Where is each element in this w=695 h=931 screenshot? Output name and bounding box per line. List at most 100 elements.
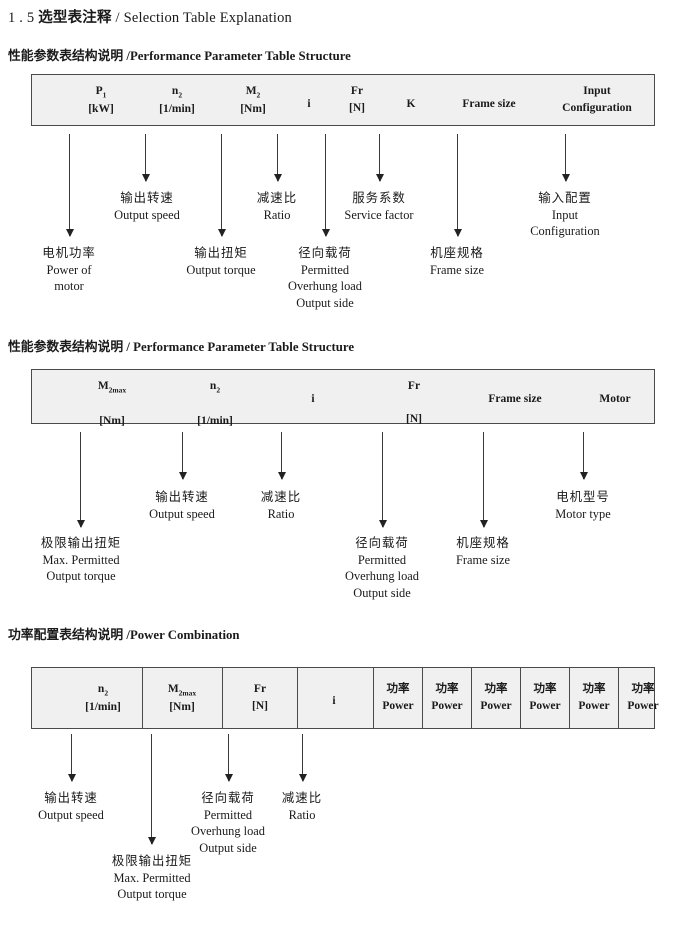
annotation-cn: 机座规格: [456, 536, 510, 550]
section-heading-separator: /: [126, 340, 130, 354]
annotation-permitted-overhung-load-2: 径向载荷 Permitted Overhung load Output side: [345, 535, 419, 601]
arrow-to-output-speed-3: [71, 734, 72, 781]
annotation-cn: 减速比: [256, 191, 298, 205]
arrow-to-max-permitted-output-torque-3: [151, 734, 152, 844]
annotation-en-2: motor: [54, 279, 84, 294]
table2-col-m2max: M2max [Nm]: [98, 378, 126, 430]
table1-col-k: K: [407, 96, 416, 113]
annotation-cn: 输出转速: [155, 490, 209, 504]
annotation-cn: 输出转速: [120, 191, 174, 205]
table1-col-m2-symbol: M: [245, 85, 257, 97]
table3-col-m2max-unit: [Nm]: [169, 701, 195, 714]
table1-col-i: i: [307, 96, 310, 113]
table3-col-power-3: 功率 Power: [480, 681, 511, 714]
table1-col-p1: P1 [kW]: [88, 83, 114, 118]
table2-col-m2max-subscript: 2max: [108, 385, 127, 395]
annotation-frame-size-2: 机座规格 Frame size: [456, 535, 510, 568]
table3-col-power-4-cn: 功率: [533, 683, 557, 695]
section-heading-separator: /: [126, 49, 130, 63]
table3-col-fr-symbol: Fr: [253, 683, 267, 695]
table1-col-frame-size: Frame size: [462, 96, 515, 113]
table1-col-m2: M2 [Nm]: [240, 83, 266, 118]
annotation-max-permitted-output-torque-3: 极限输出扭矩 Max. Permitted Output torque: [112, 853, 192, 903]
table3-col-power-5: 功率 Power: [578, 681, 609, 714]
annotation-cn: 电机型号: [556, 490, 610, 504]
annotation-ratio-2: 减速比 Ratio: [261, 489, 301, 522]
table3-col-fr: Fr [N]: [252, 681, 268, 714]
arrow-to-service-factor: [379, 134, 380, 181]
annotation-cn: 机座规格: [430, 246, 484, 260]
annotation-frame-size: 机座规格 Frame size: [430, 245, 484, 278]
annotation-en-1: Max. Permitted: [113, 870, 191, 885]
table3-col-power-5-en: Power: [578, 699, 610, 712]
annotation-input-configuration: 输入配置 Input Configuration: [530, 190, 600, 240]
arrow-to-motor-type: [583, 432, 584, 479]
table3-col-power-2-en: Power: [431, 699, 463, 712]
table2-col-fr: Fr [N]: [406, 378, 422, 428]
table3-col-power-3-en: Power: [480, 699, 512, 712]
annotation-cn: 服务系数: [352, 191, 406, 205]
page-title: 1 . 5 选型表注释 / Selection Table Explanatio…: [8, 6, 292, 27]
annotation-output-torque: 输出扭矩 Output torque: [186, 245, 255, 278]
annotation-en-1: Frame size: [455, 552, 511, 567]
annotation-cn: 电机功率: [42, 246, 96, 260]
section-heading-performance-1: 性能参数表结构说明 /Performance Parameter Table S…: [8, 45, 351, 64]
table3-col-power-4-en: Power: [529, 699, 561, 712]
arrow-to-power-of-motor: [69, 134, 70, 236]
arrow-to-output-speed-2: [182, 432, 183, 479]
table3-col-power-6-cn: 功率: [631, 683, 655, 695]
annotation-cn: 径向载荷: [298, 246, 352, 260]
title-separator: /: [115, 10, 120, 26]
annotation-en-2: Overhung load: [191, 824, 265, 839]
annotation-en-1: Output speed: [38, 807, 104, 822]
table2-col-motor-symbol: Motor: [599, 393, 631, 405]
table3-col-power-1: 功率 Power: [382, 681, 413, 714]
table3-col-n2: n2 [1/min]: [85, 681, 121, 716]
table1-col-n2-subscript: 2: [178, 90, 183, 100]
annotation-max-permitted-output-torque: 极限输出扭矩 Max. Permitted Output torque: [41, 535, 121, 585]
table3-col-n2-subscript: 2: [104, 688, 109, 698]
table3-col-fr-unit: [N]: [252, 699, 268, 712]
annotation-en-1: Input: [551, 207, 579, 222]
annotation-en-1: Power of: [46, 262, 92, 277]
table1-col-input-symbol: Input: [583, 85, 611, 97]
annotation-en-1: Permitted: [300, 262, 350, 277]
annotation-cn: 径向载荷: [201, 791, 255, 805]
table3-col-n2-unit: [1/min]: [85, 701, 121, 714]
section-heading-performance-2: 性能参数表结构说明 / Performance Parameter Table …: [8, 336, 354, 355]
table2-col-motor: Motor: [599, 391, 630, 408]
table1-col-frame-size-symbol: Frame size: [462, 98, 516, 110]
annotation-cn: 输入配置: [538, 191, 592, 205]
annotation-en-1: Ratio: [267, 506, 295, 521]
annotation-cn: 极限输出扭矩: [40, 536, 122, 550]
table3-col-power-3-cn: 功率: [484, 683, 508, 695]
table1-col-fr-symbol: Fr: [350, 85, 364, 97]
table1-col-fr-unit: [N]: [349, 101, 365, 114]
annotation-cn: 输出扭矩: [194, 246, 248, 260]
annotation-en-2: Output torque: [46, 569, 116, 584]
table2-col-fr-symbol: Fr: [407, 380, 421, 392]
annotation-service-factor: 服务系数 Service factor: [344, 190, 413, 223]
table2-col-m2max-unit: [Nm]: [99, 414, 125, 427]
annotation-cn: 输出转速: [44, 791, 98, 805]
table3-divider-7: [520, 668, 521, 728]
annotation-output-speed-2: 输出转速 Output speed: [149, 489, 215, 522]
annotation-permitted-overhung-load: 径向载荷 Permitted Overhung load Output side: [288, 245, 362, 311]
table1-col-n2: n2 [1/min]: [159, 83, 195, 118]
table3-divider-9: [618, 668, 619, 728]
table2-col-frame-size: Frame size: [488, 391, 541, 408]
annotation-en-3: Output side: [296, 295, 354, 310]
table3-col-i: i: [332, 693, 335, 710]
table3-col-m2max-subscript: 2max: [178, 688, 197, 698]
table3-divider-8: [569, 668, 570, 728]
table3-col-power-6-en: Power: [627, 699, 659, 712]
table3-col-power-5-cn: 功率: [582, 683, 606, 695]
arrow-to-permitted-overhung-load-2: [382, 432, 383, 527]
annotation-en-1: Frame size: [429, 262, 485, 277]
table2-col-n2-symbol: n: [209, 380, 217, 392]
table3-col-n2-symbol: n: [97, 683, 105, 695]
arrow-to-output-speed: [145, 134, 146, 181]
annotation-permitted-overhung-load-3: 径向载荷 Permitted Overhung load Output side: [191, 790, 265, 856]
table3-col-power-2: 功率 Power: [431, 681, 462, 714]
